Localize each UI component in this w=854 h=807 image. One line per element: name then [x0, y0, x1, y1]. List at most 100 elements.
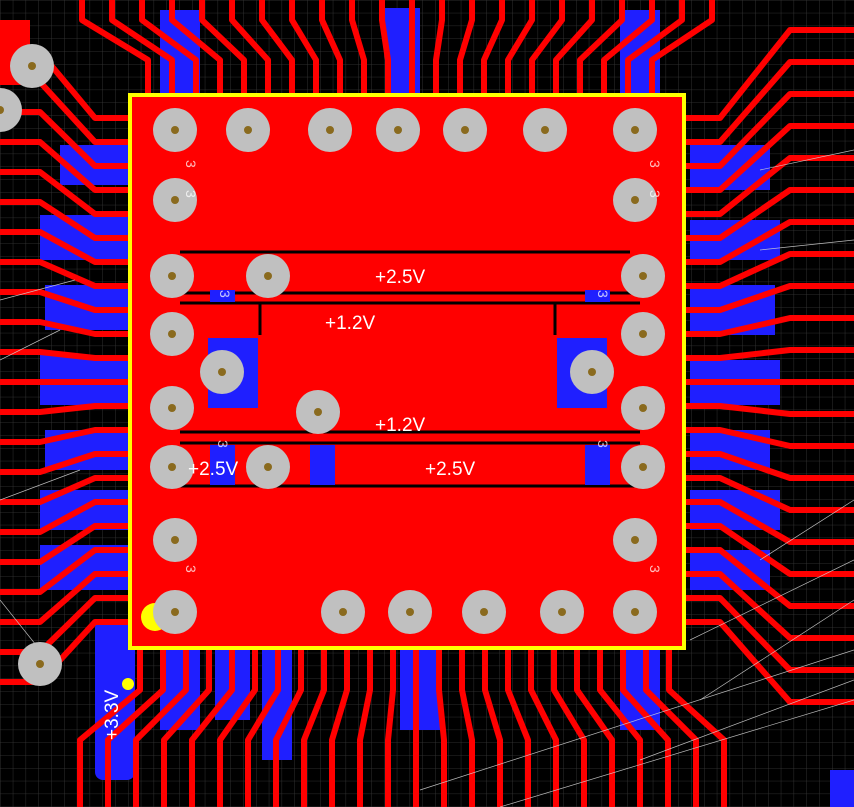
svg-text:3: 3: [595, 290, 611, 298]
copper-trace: [684, 123, 854, 193]
pad-designators: 3 3 3 3 3 3 3 3 3 3: [183, 160, 663, 573]
copper-trace: [229, 0, 271, 95]
copper-trace: [529, 0, 565, 95]
copper-trace: [199, 0, 247, 95]
copper-trace: [597, 648, 643, 807]
copper-trace: [77, 648, 143, 807]
copper-trace: [133, 648, 189, 807]
svg-text:3: 3: [647, 565, 663, 573]
copper-trace: [109, 0, 175, 95]
drill-hole: [171, 196, 179, 204]
copper-trace: [0, 403, 130, 415]
copper-trace: [161, 648, 212, 807]
copper-trace: [0, 319, 130, 337]
copper-trace: [684, 91, 854, 169]
copper-trace: [684, 403, 854, 417]
copper-trace: [0, 619, 130, 685]
drill-hole: [218, 368, 226, 376]
copper-trace: [289, 0, 319, 95]
copper-trace: [0, 499, 130, 535]
copper-trace: [457, 0, 475, 95]
drill-hole: [394, 126, 402, 134]
copper-trace: [0, 169, 130, 217]
drill-hole: [558, 608, 566, 616]
copper-trace: [259, 0, 295, 95]
copper-trace: [379, 0, 391, 95]
copper-trace: [0, 259, 130, 289]
svg-text:3: 3: [217, 290, 233, 298]
copper-trace: [0, 571, 130, 625]
drill-hole: [406, 608, 414, 616]
copper-trace: [577, 0, 625, 95]
drill-hole: [168, 404, 176, 412]
copper-trace: [139, 0, 199, 95]
copper-trace: [505, 0, 535, 95]
net-label-top-rail: +2.5V: [375, 267, 426, 288]
pad-group: [0, 44, 665, 686]
drill-hole: [639, 330, 647, 338]
copper-trace: [433, 0, 445, 95]
drill-hole: [631, 126, 639, 134]
copper-trace: [666, 648, 727, 807]
copper-trace: [684, 59, 854, 145]
drill-hole: [631, 196, 639, 204]
via-pad[interactable]: [0, 88, 22, 132]
copper-trace: [684, 315, 854, 337]
copper-trace: [217, 648, 258, 807]
copper-trace: [684, 451, 854, 481]
drill-hole: [631, 608, 639, 616]
copper-trace: [625, 0, 685, 95]
copper-trace: [684, 427, 854, 449]
copper-trace: [0, 229, 130, 265]
copper-trace: [385, 648, 396, 807]
drill-hole: [588, 368, 596, 376]
copper-trace: [684, 595, 854, 673]
copper-trace: [684, 219, 854, 265]
net-label-upper-plane: +1.2V: [325, 313, 376, 334]
drill-hole: [314, 408, 322, 416]
copper-trace: [0, 139, 130, 193]
svg-text:3: 3: [647, 190, 663, 198]
drill-hole: [171, 126, 179, 134]
drill-hole: [36, 660, 44, 668]
copper-trace: [684, 187, 854, 241]
copper-trace: [684, 571, 854, 641]
copper-trace: [0, 451, 130, 475]
copper-trace: [620, 648, 671, 807]
copper-trace: [482, 648, 503, 807]
component-outline[interactable]: [128, 93, 686, 650]
drill-hole: [244, 126, 252, 134]
copper-trace: [643, 648, 699, 807]
copper-trace: [601, 0, 655, 95]
drill-hole: [326, 126, 334, 134]
copper-trace: [684, 499, 854, 545]
drill-hole: [171, 608, 179, 616]
drill-hole: [28, 62, 36, 70]
drill-hole: [168, 330, 176, 338]
svg-text:3: 3: [183, 565, 199, 573]
copper-trace: [505, 648, 531, 807]
drill-hole: [639, 463, 647, 471]
pin1-marker: [122, 678, 134, 690]
copper-trace: [684, 547, 854, 609]
copper-trace: [169, 0, 223, 95]
drill-hole: [0, 106, 4, 114]
drill-hole: [631, 536, 639, 544]
drill-hole: [264, 272, 272, 280]
copper-trace: [273, 648, 304, 807]
drill-hole: [168, 463, 176, 471]
net-label-middle-rail: +1.2V: [375, 415, 426, 436]
copper-trace: [105, 648, 166, 807]
copper-trace: [684, 283, 854, 313]
drill-hole: [480, 608, 488, 616]
copper-trace: [551, 648, 587, 807]
drill-hole: [171, 536, 179, 544]
copper-trace: [0, 475, 130, 505]
copper-trace: [684, 475, 854, 513]
copper-trace: [349, 0, 367, 95]
drill-hole: [461, 126, 469, 134]
copper-trace: [0, 523, 130, 565]
copper-trace: [553, 0, 595, 95]
copper-trace: [684, 155, 854, 217]
